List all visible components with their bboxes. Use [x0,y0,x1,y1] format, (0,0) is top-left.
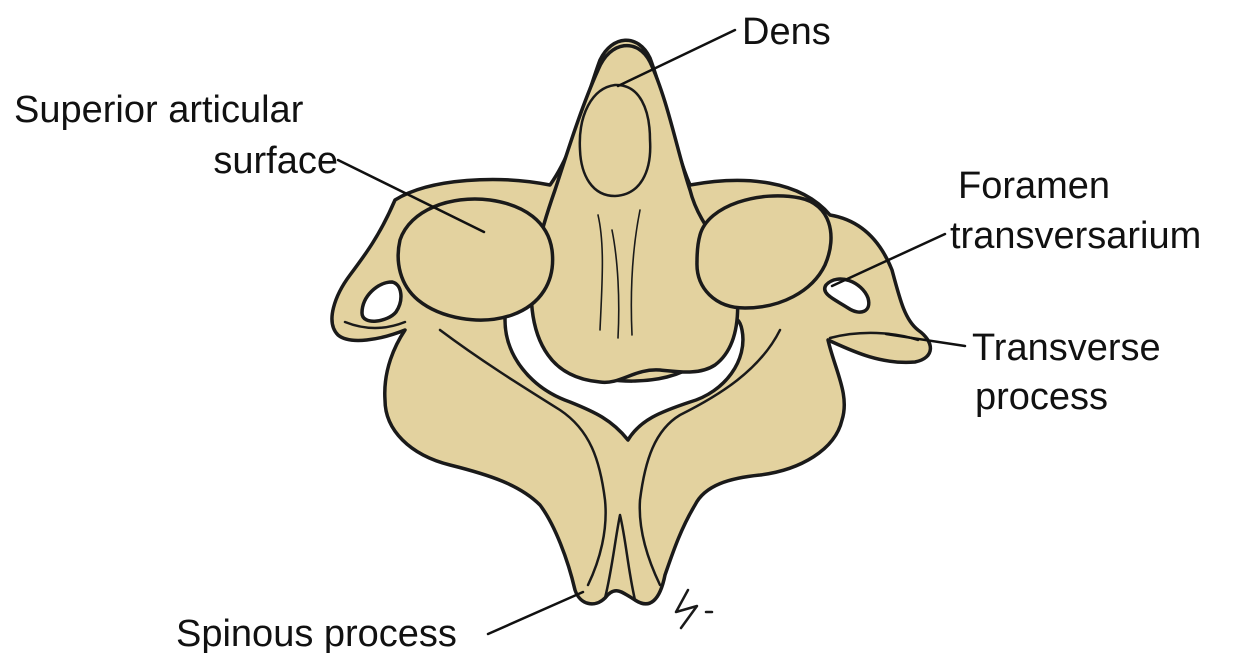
transverse-process-label-line1: Transverse [972,327,1161,369]
artist-signature [676,590,712,628]
dens-label: Dens [742,11,831,53]
superior-articular-label-line2: surface [213,140,338,182]
spinous-process-label: Spinous process [176,613,457,653]
spinous-process-leader-line [488,592,583,634]
foramen-transversarium-label-line1: Foramen [958,165,1110,207]
left-superior-articular-surface [398,199,552,320]
transverse-process-label-line2: process [975,376,1108,418]
foramen-transversarium-label-line2: transversarium [950,215,1201,257]
superior-articular-label-line1: Superior articular [14,89,304,131]
